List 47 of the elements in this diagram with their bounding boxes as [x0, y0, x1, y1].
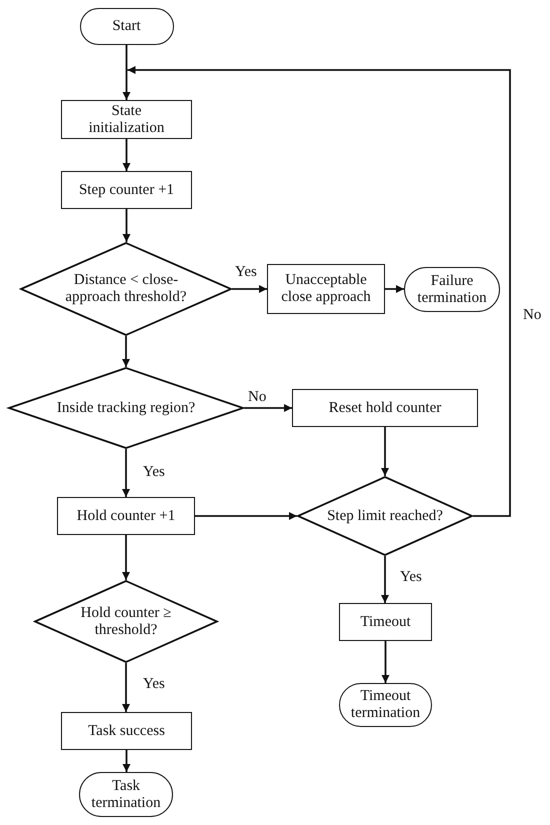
decision-diamond: [20, 242, 232, 336]
node-text: Hold counter +1: [76, 508, 176, 524]
node-text: Task success: [88, 722, 165, 740]
node-text: Start: [112, 18, 141, 35]
process-box: [61, 171, 192, 209]
node-text: Reset hold counter: [328, 400, 442, 416]
arrow: [128, 66, 511, 517]
arrow: [381, 427, 389, 476]
node-text: Step limit reached?: [327, 508, 443, 524]
arrow: [122, 209, 130, 242]
terminator-capsule: [404, 267, 500, 312]
arrow: [122, 535, 130, 580]
process-box: [61, 712, 192, 750]
arrow: [244, 404, 292, 412]
arrow: [382, 641, 390, 683]
connector-line: [126, 45, 128, 70]
node-text: Distance < close-approach threshold?: [64, 272, 188, 306]
arrow: [122, 663, 130, 712]
arrow: [232, 285, 267, 293]
arrow: [122, 70, 130, 100]
arrow: [195, 512, 297, 520]
decision-diamond: [8, 367, 244, 449]
node-text: Timeout: [360, 614, 411, 630]
process-box: [339, 603, 432, 641]
node-text: Unacceptable close approach: [280, 272, 372, 306]
terminator-capsule: [80, 8, 174, 45]
process-box: [267, 264, 385, 314]
process-box: [61, 100, 192, 139]
arrow: [122, 449, 130, 497]
arrow: [122, 336, 130, 367]
arrow: [381, 556, 389, 603]
node-text: Hold counter ≥ threshold?: [80, 604, 172, 638]
node-text: Inside tracking region?: [56, 400, 196, 416]
node-text: State initialization: [88, 102, 166, 136]
process-box: [292, 389, 478, 427]
node-text: Timeout termination: [350, 688, 422, 722]
decision-diamond: [34, 580, 218, 663]
node-text: Task termination: [90, 778, 162, 812]
process-box: [57, 497, 195, 535]
node-text: Step counter +1: [78, 182, 174, 198]
node-text: Failure termination: [416, 272, 488, 306]
terminator-capsule: [339, 683, 432, 727]
decision-diamond: [297, 476, 473, 556]
arrow: [122, 139, 130, 171]
arrow: [122, 750, 130, 772]
arrow: [385, 285, 404, 293]
terminator-capsule: [79, 772, 173, 817]
